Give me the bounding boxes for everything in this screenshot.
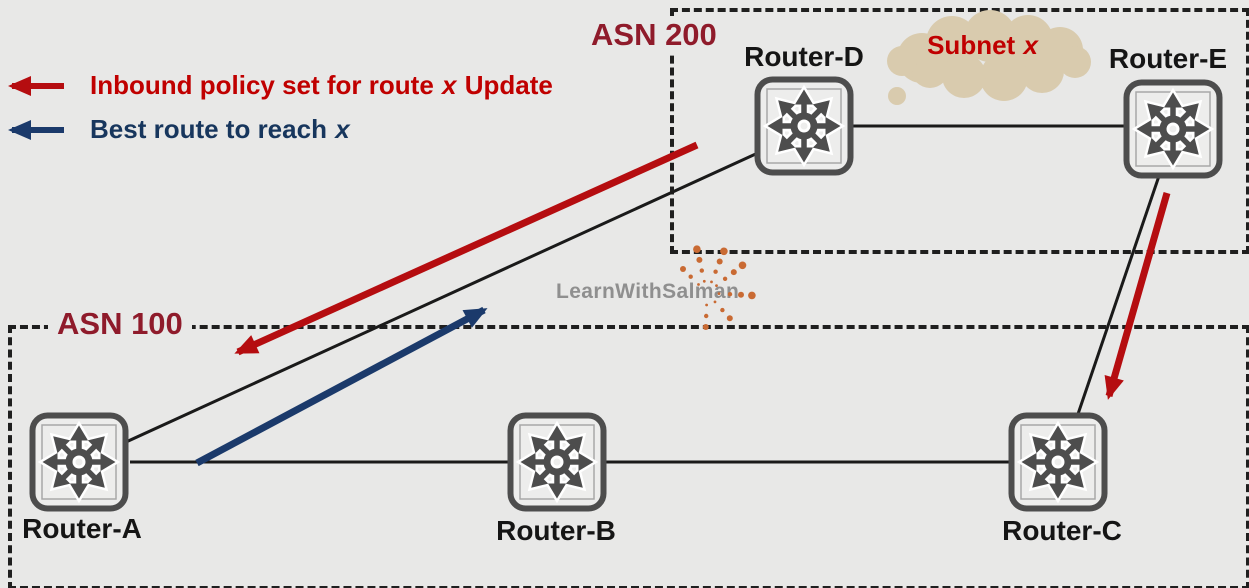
flow-best-route-a-to-d-arrow [195,306,488,467]
flow-update-d-to-a-arrow [234,141,699,356]
router-a-label: Router-A [22,513,142,544]
node-router-a [29,412,129,512]
asn100-label: ASN 100 [48,306,192,342]
asn200-boundary-box [670,8,1249,254]
link-router-e-router-c [1076,175,1161,415]
router-b-label: Router-B [496,515,616,546]
legend-best-route: Best route to reach x [90,115,351,144]
legend-route-variable: x [442,70,457,100]
router-d-label: Router-D [744,41,864,72]
asn200-label: ASN 200 [582,17,726,53]
router-icon [1123,79,1223,179]
subnet-label: Subnet x [898,31,1068,60]
router-c-label: Router-C [1002,515,1122,546]
subnet-variable: x [1023,30,1038,60]
watermark-starburst-icon [680,245,756,330]
node-router-e [1123,79,1223,179]
subnet-cloud [887,10,1091,105]
node-router-b [507,412,607,512]
watermark-text: LearnWithSalman [556,280,740,303]
router-icon [29,412,129,512]
legend-route-variable: x [335,114,350,144]
legend-inbound-policy-suffix: Update [464,70,553,100]
legend-inbound-policy: Inbound policy set for route x Update [90,71,553,100]
subnet-label-text: Subnet [927,30,1016,60]
legend-inbound-policy-text: Inbound policy set for route [90,70,434,100]
node-router-d [754,76,854,176]
router-icon [507,412,607,512]
flow-update-e-to-c-arrow [1104,192,1171,400]
legend-best-route-text: Best route to reach [90,114,327,144]
link-router-a-router-d [125,150,761,444]
node-router-c [1008,412,1108,512]
router-icon [1008,412,1108,512]
router-e-label: Router-E [1108,43,1228,74]
asn100-boundary-box [8,325,1249,588]
router-icon [754,76,854,176]
